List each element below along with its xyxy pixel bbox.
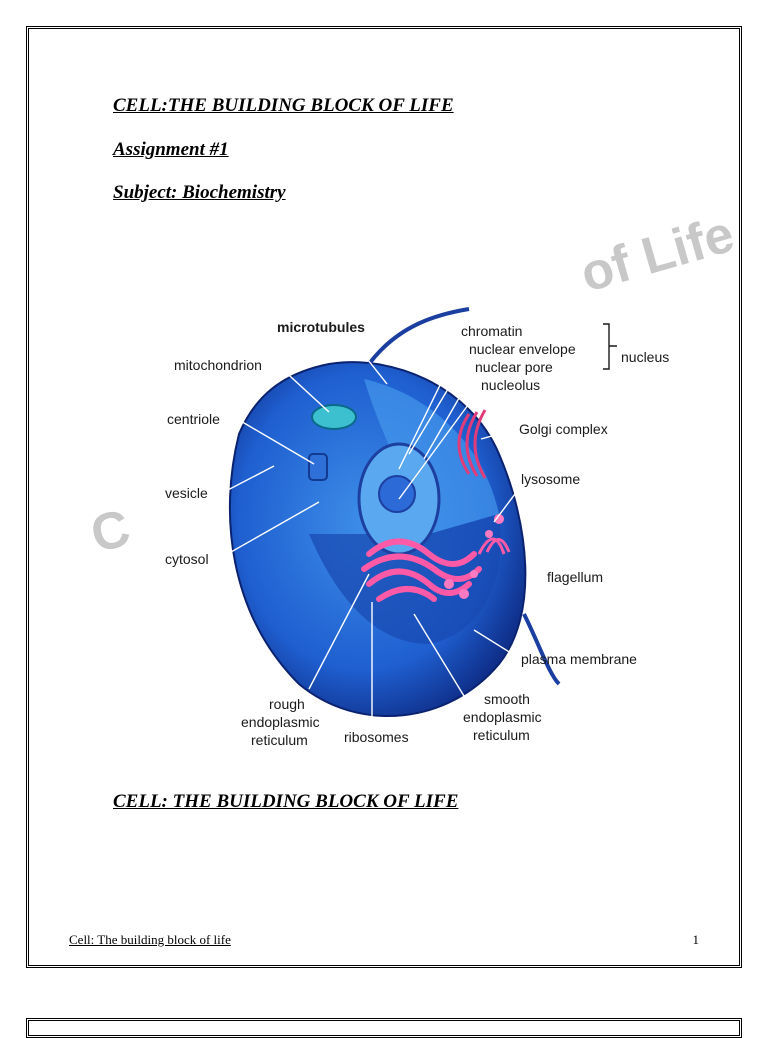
subject-label: Subject: Biochemistry bbox=[113, 182, 286, 203]
cell-diagram: microtubules mitochondrion centriole ves… bbox=[165, 307, 669, 748]
label-flagellum: flagellum bbox=[547, 569, 603, 585]
section-heading: CELL: THE BUILDING BLOCK OF LIFE bbox=[113, 791, 459, 812]
label-smooth-er-3: reticulum bbox=[473, 727, 530, 743]
label-rough-er-1: rough bbox=[269, 696, 305, 712]
flagellum-shape bbox=[522, 613, 561, 686]
label-plasma-membrane: plasma membrane bbox=[521, 651, 637, 667]
label-vesicle: vesicle bbox=[165, 485, 208, 501]
label-cytosol: cytosol bbox=[165, 551, 209, 567]
label-smooth-er-2: endoplasmic bbox=[463, 709, 542, 725]
assignment-label: Assignment #1 bbox=[113, 139, 229, 160]
label-nuclear-pore: nuclear pore bbox=[475, 359, 553, 375]
mitochondrion-shape bbox=[311, 404, 357, 430]
label-nucleus: nucleus bbox=[621, 349, 669, 365]
page-frame: of Life C CELL:THE BUILDING BLOCK OF LIF… bbox=[26, 26, 742, 968]
label-mitochondrion: mitochondrion bbox=[174, 357, 262, 373]
label-rough-er-3: reticulum bbox=[251, 732, 308, 748]
label-chromatin: chromatin bbox=[461, 323, 522, 339]
label-nuclear-envelope: nuclear envelope bbox=[469, 341, 576, 357]
label-microtubules: microtubules bbox=[277, 319, 365, 335]
centriole-shape bbox=[308, 453, 328, 481]
next-page-frame bbox=[26, 1018, 742, 1038]
label-smooth-er-1: smooth bbox=[484, 691, 530, 707]
footer-text: Cell: The building block of life bbox=[69, 932, 231, 947]
label-rough-er-2: endoplasmic bbox=[241, 714, 320, 730]
label-lysosome: lysosome bbox=[521, 471, 580, 487]
label-centriole: centriole bbox=[167, 411, 220, 427]
page-number: 1 bbox=[692, 932, 700, 947]
golgi-shape bbox=[457, 409, 487, 479]
label-ribosomes: ribosomes bbox=[344, 729, 409, 745]
label-golgi-complex: Golgi complex bbox=[519, 421, 608, 437]
label-nucleolus: nucleolus bbox=[481, 377, 540, 393]
rough-er-shape bbox=[361, 538, 482, 602]
document-title: CELL:THE BUILDING BLOCK OF LIFE bbox=[113, 95, 454, 116]
